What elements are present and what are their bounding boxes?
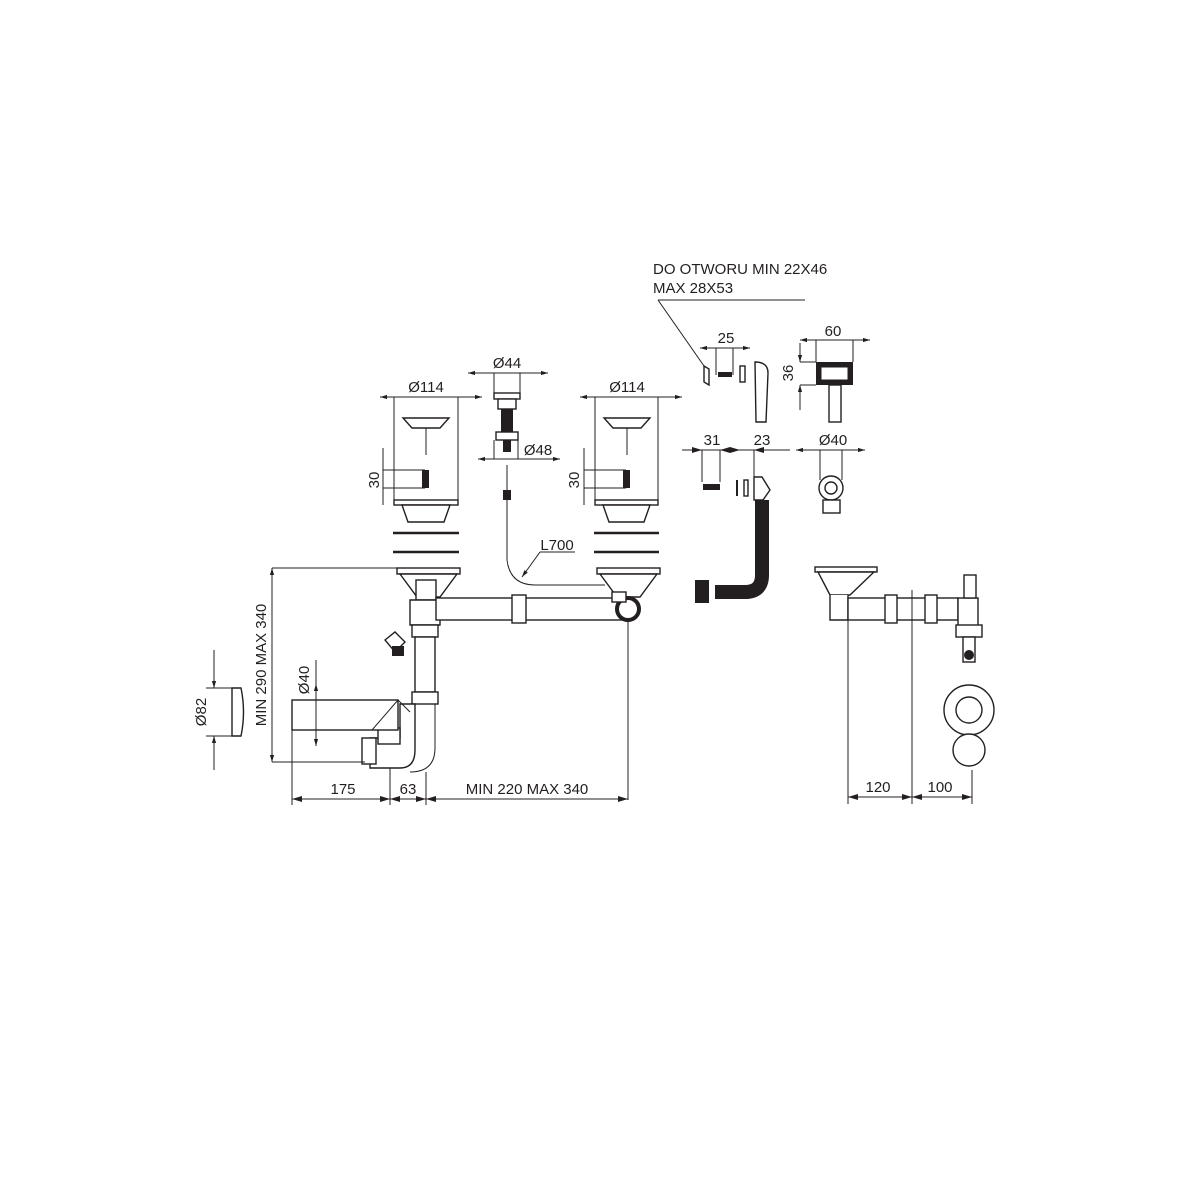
- cable-length-label: L700: [540, 537, 573, 554]
- popup-control-knob: Ø44 Ø48: [468, 355, 560, 462]
- siphon-side-view: 120 100: [814, 566, 995, 804]
- left-basket-depth-label: 30: [366, 472, 383, 489]
- popup-bottom-diameter-label: Ø48: [524, 442, 552, 459]
- side-100-label: 100: [927, 779, 952, 796]
- height-range-label: MIN 290 MAX 340: [253, 604, 270, 727]
- end-cap: Ø82: [193, 650, 245, 770]
- overflow-height-36-label: 36: [780, 365, 797, 382]
- note-line-2: MAX 28X53: [653, 280, 733, 297]
- right-basket-strainer: Ø114 30: [566, 379, 682, 554]
- spacing-range-label: MIN 220 MAX 340: [466, 781, 589, 798]
- overflow-diameter-40-label: Ø40: [819, 432, 847, 449]
- length-175-label: 175: [330, 781, 355, 798]
- outlet-diameter-label: Ø40: [296, 666, 313, 694]
- note-line-1: DO OTWORU MIN 22X46: [653, 261, 827, 278]
- overflow-set: DO OTWORU MIN 22X46 MAX 28X53 25 60 36 3…: [653, 261, 870, 603]
- cap-diameter-label: Ø82: [193, 698, 210, 726]
- popup-top-diameter-label: Ø44: [493, 355, 521, 372]
- side-120-label: 120: [865, 779, 890, 796]
- left-basket-diameter-label: Ø114: [408, 379, 444, 396]
- left-basket-strainer: Ø114 30: [366, 379, 482, 554]
- control-cable: L700: [503, 465, 605, 586]
- overflow-length-23-label: 23: [754, 432, 771, 449]
- double-bowl-siphon: MIN 290 MAX 340 Ø40 175 63 MIN 220 MAX 3…: [253, 567, 661, 805]
- right-basket-diameter-label: Ø114: [609, 379, 645, 396]
- overflow-width-25-label: 25: [718, 330, 735, 347]
- overflow-length-31-label: 31: [704, 432, 721, 449]
- overflow-width-60-label: 60: [825, 323, 842, 340]
- right-basket-depth-label: 30: [566, 472, 583, 489]
- length-63-label: 63: [400, 781, 417, 798]
